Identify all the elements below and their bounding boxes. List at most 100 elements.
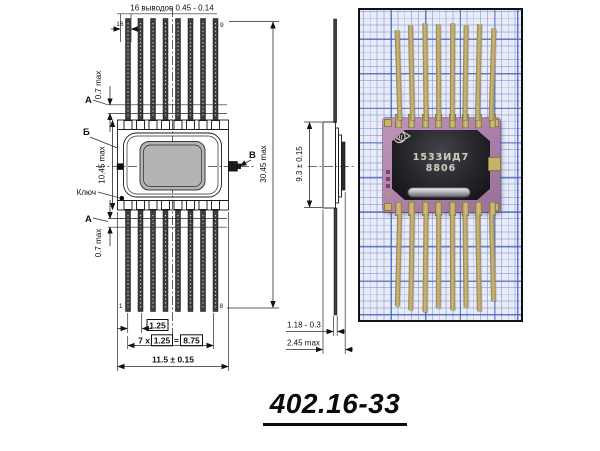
centerlines (96, 8, 354, 336)
dim-1.25: 1.25 (117, 313, 169, 333)
chip-date-code: 8806 (425, 162, 457, 174)
seal-tab-photo (488, 157, 501, 171)
dim-9.3-label: 9.3 ± 0.15 (295, 146, 304, 182)
dim-9.3: 9.3 ± 0.15 (295, 121, 322, 208)
key-dot (119, 195, 125, 201)
dim-lead-width: 16 выводов 0.45 - 0.14 (111, 4, 217, 42)
orientation-dot (386, 177, 390, 181)
dim-2.45-label: 2.45 max (287, 339, 320, 348)
pin-socket (198, 200, 208, 210)
pin-socket (173, 120, 183, 130)
lead-pad (475, 114, 482, 128)
section-a-top-label: А (85, 95, 92, 106)
section-lines (108, 104, 227, 228)
dim-7x-1.25: 1.25 (154, 336, 171, 346)
side-pins-top (333, 18, 337, 123)
orientation-dot (386, 170, 390, 174)
gold-lead (449, 213, 455, 311)
pin-socket (173, 200, 183, 210)
lead-pad (408, 202, 415, 216)
dim-7x1.25: 7 x 1.25 = 8.75 (127, 313, 214, 349)
pin-socket (136, 120, 145, 130)
pin-socket (211, 120, 220, 130)
dim-7x-8.75: 8.75 (183, 336, 200, 346)
pin8-number: 8 (220, 303, 224, 310)
dim-7x-prefix: 7 x (138, 336, 150, 346)
gold-lead (462, 24, 468, 121)
dim-1.18: 1.18 - 0.3 (286, 316, 345, 336)
gold-lead (422, 213, 428, 313)
dim-0.7-top-label: 0.7 max (94, 71, 103, 99)
pin-sockets (123, 120, 220, 210)
lead-pad (461, 202, 469, 216)
front-view (116, 18, 241, 312)
gold-lead (436, 23, 442, 121)
gold-lead (408, 24, 415, 121)
lead-pad (448, 114, 456, 128)
b-label: Б (83, 127, 90, 138)
front-lid (139, 141, 206, 191)
dim-0.7-bottom-label: 0.7 max (94, 229, 103, 257)
orientation-dot (386, 191, 390, 195)
front-pins (125, 18, 219, 312)
key-label: Ключ (77, 188, 96, 197)
dim-1.18-label: 1.18 - 0.3 (287, 321, 321, 330)
side-view (322, 18, 346, 316)
side-lid (341, 141, 346, 191)
dim-10.45-label: 10.45 max (98, 146, 107, 183)
seal-tab (228, 161, 238, 172)
chip-photo: 1533ИД7 8806 (358, 8, 523, 322)
pin-socket (211, 200, 220, 210)
gold-lead (475, 23, 482, 121)
gold-lead (488, 27, 496, 121)
drawing-number: 402.16-33 (263, 388, 407, 426)
side-pins-bottom (333, 207, 338, 316)
gold-lead (422, 22, 428, 121)
lead-pad (488, 202, 496, 216)
lead-pad (488, 114, 496, 128)
pin-socket (148, 200, 158, 210)
lead-pad (408, 114, 415, 128)
view-labels: А А Б В Ключ (77, 95, 256, 225)
metal-lid: 1533ИД7 8806 (392, 130, 490, 200)
index-mark-square (116, 163, 124, 170)
pin-socket (123, 200, 133, 210)
dim-0.7-bottom: 0.7 max (94, 200, 113, 257)
chip-part-number: 1533ИД7 (412, 152, 470, 163)
dim-1.25-label: 1.25 (149, 320, 166, 330)
pin-socket (161, 200, 170, 210)
dim-30.45: 30.45 max (227, 21, 279, 309)
dim-2.45: 2.45 max (286, 192, 353, 354)
lead-pad (475, 202, 482, 216)
v-label: В (249, 150, 256, 161)
pin-socket (186, 200, 195, 210)
corner-pad (384, 203, 392, 211)
lead-pad (394, 202, 402, 216)
pin-socket (186, 120, 195, 130)
lead-count-label: 16 выводов 0.45 - 0.14 (130, 4, 214, 13)
lead-pad (421, 114, 429, 128)
pin-numbers: 16 9 1 8 (116, 21, 224, 310)
gold-lead (475, 213, 482, 312)
gold-lead (394, 213, 402, 307)
pin16-number: 16 (116, 21, 124, 28)
gold-lead (449, 22, 455, 121)
pin-socket (198, 120, 208, 130)
dim-7x-eq: = (174, 336, 179, 346)
pin-socket (123, 120, 133, 130)
gold-lead (408, 213, 415, 311)
lead-pad (421, 202, 429, 216)
gold-lead (488, 213, 496, 302)
pin-socket (161, 120, 170, 130)
dim-11.5: 11.5 ± 0.15 (117, 212, 229, 371)
orientation-dot (386, 184, 390, 188)
lead-pad (435, 114, 442, 128)
seal-tab-tip (237, 163, 241, 169)
corner-pad (384, 119, 392, 127)
lid-reflection (408, 188, 470, 197)
dim-11.5-label: 11.5 ± 0.15 (152, 355, 194, 365)
lead-pad (435, 202, 442, 216)
pin1-number: 1 (119, 303, 123, 310)
